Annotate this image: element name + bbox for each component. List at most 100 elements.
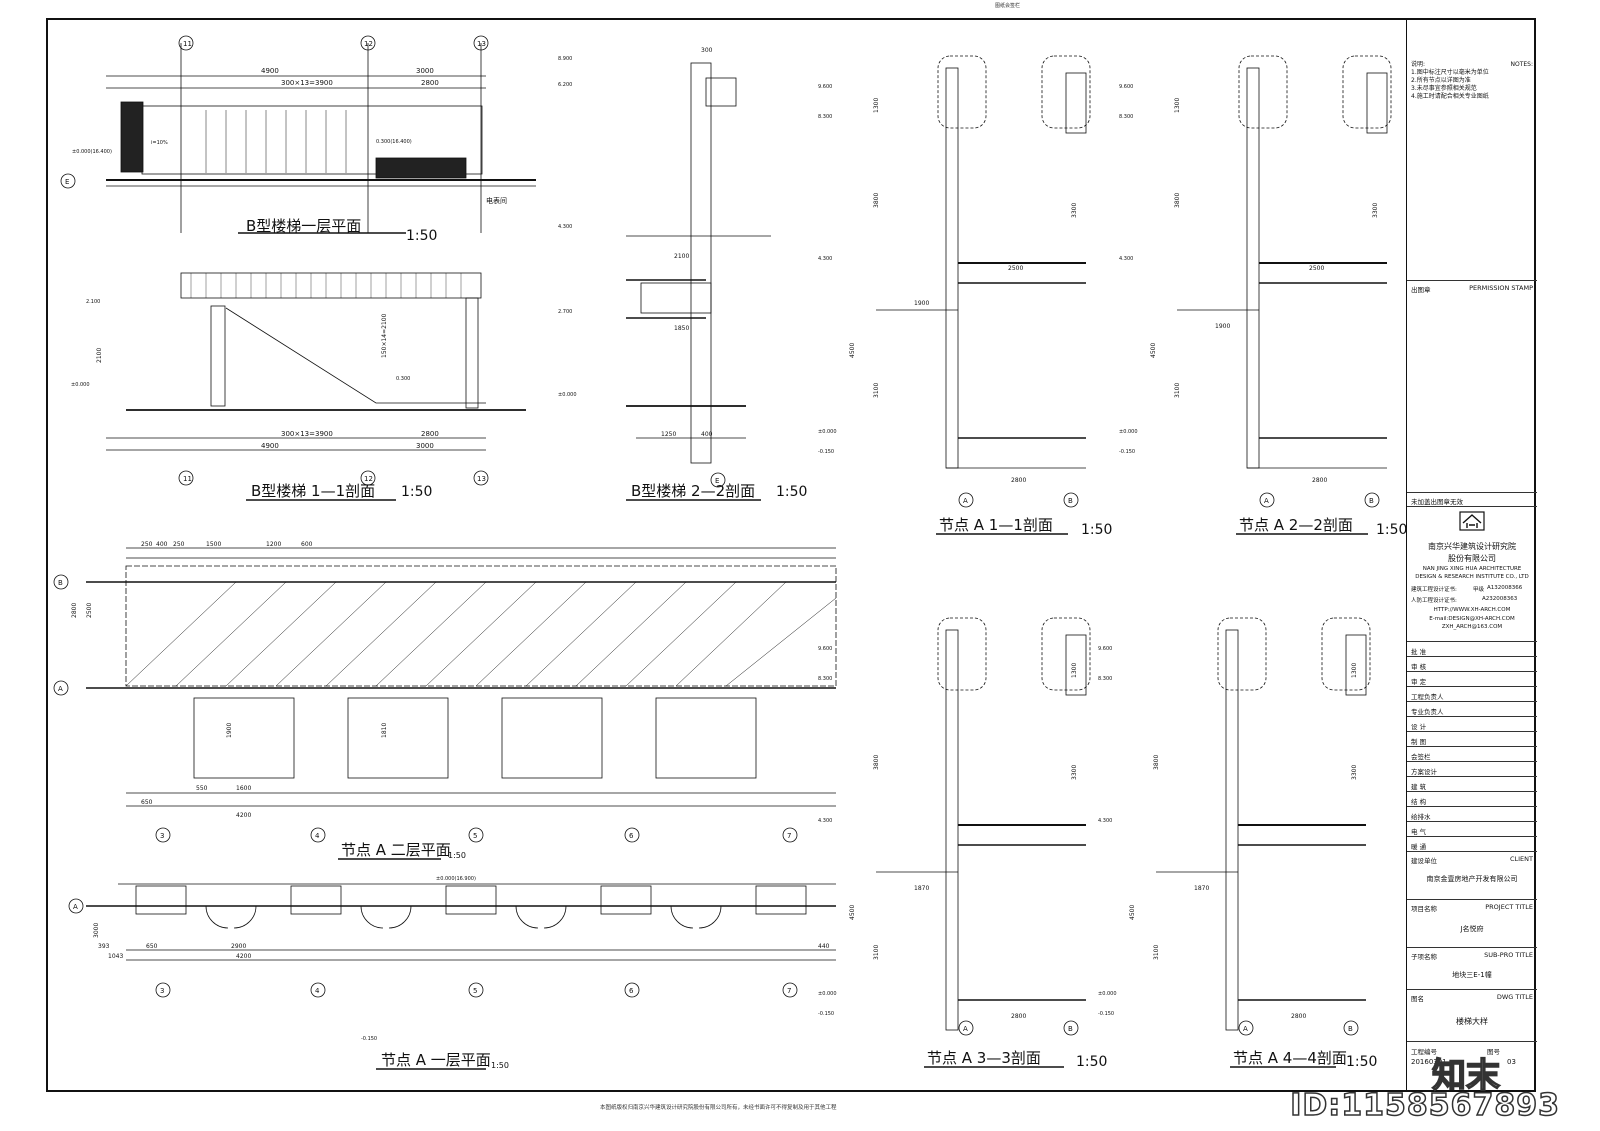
a4-level-9600: 9.600	[1098, 646, 1112, 652]
subproject-name: 地块三E-1幢	[1452, 971, 1492, 979]
a1-dim-3800: 3800	[873, 193, 880, 208]
f2-dim-250b: 250	[173, 541, 185, 548]
scale-b-stair-floor1: 1:50	[406, 228, 437, 244]
client-name: 南京金壹房地产开发有限公司	[1426, 875, 1518, 883]
f2-dim-1600: 1600	[236, 785, 251, 792]
f2-dim-250: 250	[141, 541, 153, 548]
role-row: 审 核	[1407, 656, 1537, 671]
dim-400-c: 400	[701, 431, 713, 438]
a2-dim-3300: 3300	[1372, 203, 1379, 218]
level-0300-b: 0.300	[396, 376, 410, 382]
f2-dim-1500: 1500	[206, 541, 221, 548]
sheet-number-label: 图号	[1487, 1048, 1500, 1056]
label-level-2: 0.300(16.400)	[376, 139, 412, 145]
f1-level-0: ±0.000(16.900)	[436, 876, 476, 882]
a1-dim-1900: 1900	[914, 300, 929, 307]
a2-dim-2500: 2500	[1309, 265, 1324, 272]
a2-level-0: ±0.000	[1119, 429, 1138, 435]
watermark-id: ID:1158567893	[1289, 1087, 1560, 1124]
cert-label: 建筑工程设计证书:	[1411, 587, 1457, 593]
a4-axis-b: B	[1348, 1025, 1353, 1033]
company-email-1: E-mail:DESIGN@XH-ARCH.COM	[1429, 616, 1515, 622]
role-row: 建 筑	[1407, 776, 1537, 791]
a4-level-m0150: -0.150	[1098, 1011, 1114, 1017]
dim-2800-a: 2800	[421, 79, 439, 87]
a3-dim-3300: 3300	[1071, 765, 1078, 780]
axis-11-a: 11	[183, 40, 192, 48]
client-label: 建设单位	[1411, 857, 1437, 865]
f1-dim-650: 650	[146, 943, 158, 950]
project-name: J名悦府	[1460, 925, 1484, 933]
company-name-cn: 南京兴华建筑设计研究院	[1428, 542, 1516, 551]
f2-dim-4200: 4200	[236, 812, 251, 819]
a4-dim-1870: 1870	[1194, 885, 1209, 892]
company-website: HTTP://WWW.XH-ARCH.COM	[1433, 607, 1511, 613]
f2-dim-1810: 1810	[381, 723, 388, 738]
note-4: 4.施工时请配合相关专业图纸	[1411, 93, 1489, 100]
f1-dim-1043: 1043	[108, 953, 123, 960]
dim-2800-b: 2800	[421, 430, 439, 438]
f1-dim-2900: 2900	[231, 943, 246, 950]
a4-dim-3800: 3800	[1153, 755, 1160, 770]
top-stamp: 图纸会签栏	[995, 3, 1021, 9]
level-8900-c: 8.900	[558, 56, 572, 62]
a2-dim-4500: 4500	[1150, 343, 1157, 358]
dim-4900-b: 4900	[261, 442, 279, 450]
role-label: 制 图	[1411, 738, 1427, 746]
f1-axis-6: 6	[629, 987, 634, 995]
role-row: 结 构	[1407, 791, 1537, 806]
a4-dim-3300: 3300	[1351, 765, 1358, 780]
role-label: 建 筑	[1411, 783, 1427, 791]
notes-heading: 说明:	[1411, 61, 1426, 68]
company-email-2: ZXH_ARCH@163.COM	[1441, 624, 1503, 630]
company-name-en1: NAN JING XING HUA ARCHITECTURE	[1422, 566, 1522, 572]
drawing-title-label: 图名	[1411, 995, 1424, 1003]
role-label: 批 准	[1411, 648, 1427, 656]
a1-level-m0150: -0.150	[818, 449, 834, 455]
node-a-floor1-plan	[68, 883, 836, 998]
a3-dim-2800: 2800	[1011, 1013, 1026, 1020]
drawing-frame	[46, 18, 1536, 1092]
scale-node-a-floor1: 1:50	[491, 1061, 509, 1070]
title-node-a4: 节点 A 4—4剖面	[1233, 1049, 1347, 1067]
drawing-title: 楼梯大样	[1456, 1017, 1488, 1026]
level-0-b: ±0.000	[71, 382, 90, 388]
a2-dim-1300: 1300	[1174, 98, 1181, 113]
f2-dim-1200: 1200	[266, 541, 281, 548]
drawing-title-label-en: DWG TITLE	[1496, 993, 1533, 1001]
scale-node-a3: 1:50	[1076, 1054, 1107, 1070]
a4-level-8300: 8.300	[1098, 676, 1112, 682]
civil-cert-label: 人防工程设计证书:	[1411, 598, 1457, 604]
axis-12-a: 12	[364, 40, 373, 48]
f2-dim-2800: 2800	[71, 603, 78, 618]
notes-heading-en: NOTES:	[1510, 61, 1534, 68]
a2-dim-3100: 3100	[1174, 383, 1181, 398]
f1-dim-4200: 4200	[236, 953, 251, 960]
a1-dim-4500: 4500	[849, 343, 856, 358]
role-label: 专业负责人	[1411, 708, 1444, 716]
a1-level-9600: 9.600	[818, 84, 832, 90]
f1-row-a: A	[73, 903, 78, 911]
node-a4-section	[1156, 617, 1371, 1036]
dim-3900-b: 300×13=3900	[281, 430, 333, 438]
axis-e-c: E	[715, 477, 719, 485]
title-b-stair-sec1: B型楼梯 1—1剖面	[251, 482, 375, 500]
a3-dim-3100: 3100	[873, 945, 880, 960]
role-row: 方案设计	[1407, 761, 1537, 776]
role-row: 工程负责人	[1407, 686, 1537, 701]
b-stair-section2	[626, 62, 771, 488]
role-row: 专业负责人	[1407, 701, 1537, 716]
level-2100-b: 2.100	[86, 299, 100, 305]
a2-dim-1900: 1900	[1215, 323, 1230, 330]
note-2: 2.所有节点以详图为准	[1411, 77, 1471, 84]
a2-level-8300: 8.300	[1119, 114, 1133, 120]
dim-1250-c: 1250	[661, 431, 676, 438]
level-4300-c: 4.300	[558, 224, 572, 230]
a3-level-m0150: -0.150	[818, 1011, 834, 1017]
f1-dim-440: 440	[818, 943, 830, 950]
role-row: 设 计	[1407, 716, 1537, 731]
a4-axis-a: A	[1243, 1025, 1248, 1033]
label-level-1: ±0.000(16.400)	[72, 149, 112, 155]
a1-level-4300: 4.300	[818, 256, 832, 262]
role-row: 给排水	[1407, 806, 1537, 821]
